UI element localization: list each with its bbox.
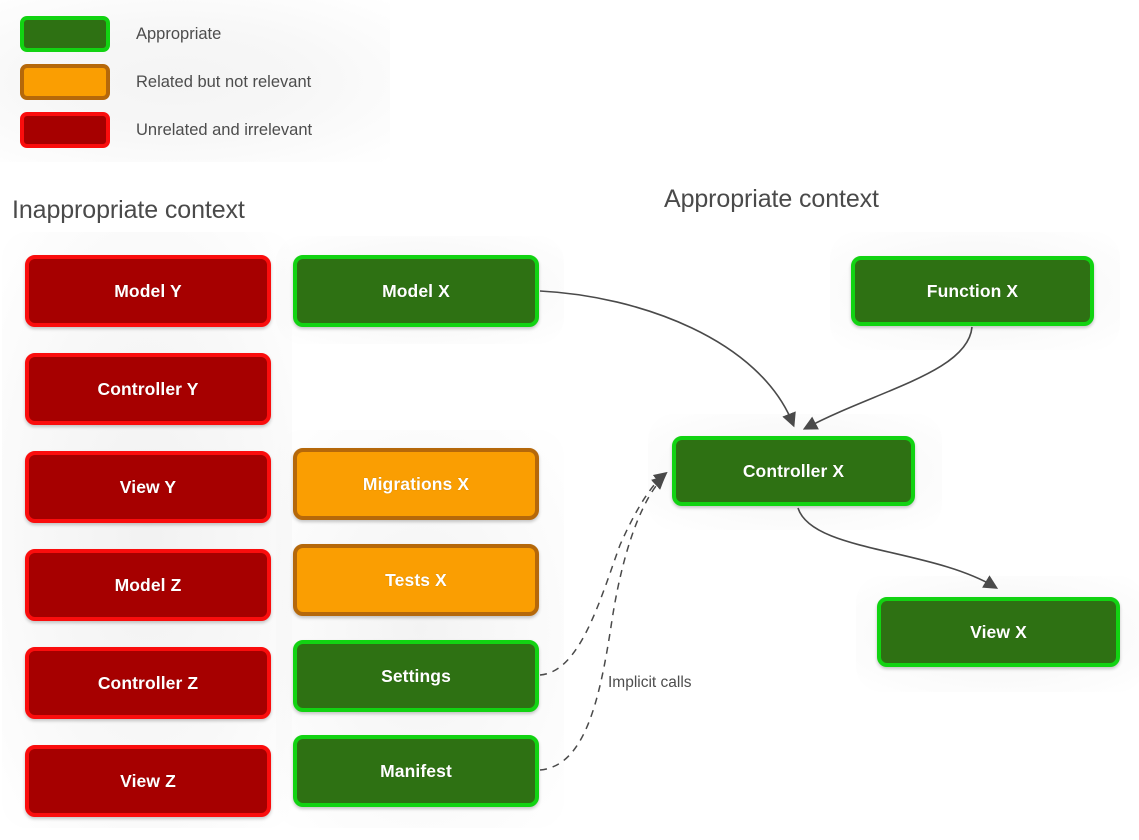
node-migrations-x[interactable]: Migrations X [293, 448, 539, 520]
node-controller-x[interactable]: Controller X [672, 436, 915, 506]
node-model-z[interactable]: Model Z [25, 549, 271, 621]
edge-model-x-to-controller-x [539, 290, 796, 428]
legend-item-appropriate: Appropriate [20, 16, 221, 52]
node-tests-x[interactable]: Tests X [293, 544, 539, 616]
legend-panel: Appropriate Related but not relevant Unr… [0, 0, 390, 162]
legend-label-unrelated: Unrelated and irrelevant [136, 121, 313, 139]
node-settings[interactable]: Settings [293, 640, 539, 712]
edge-manifest-to-controller-x [539, 475, 666, 771]
legend-item-unrelated: Unrelated and irrelevant [20, 112, 312, 148]
node-controller-z[interactable]: Controller Z [25, 647, 271, 719]
legend-swatch-red [20, 112, 110, 148]
legend-swatch-orange [20, 64, 110, 100]
node-manifest[interactable]: Manifest [293, 735, 539, 807]
legend-label-appropriate: Appropriate [136, 25, 222, 43]
legend-label-related: Related but not relevant [136, 73, 312, 91]
node-model-x[interactable]: Model X [293, 255, 539, 327]
node-view-z[interactable]: View Z [25, 745, 271, 817]
node-controller-y[interactable]: Controller Y [25, 353, 271, 425]
section-title-inappropriate: Inappropriate context [12, 196, 245, 224]
node-view-y[interactable]: View Y [25, 451, 271, 523]
node-function-x[interactable]: Function X [851, 256, 1094, 326]
edge-controller-x-to-view-x [797, 507, 999, 589]
edge-settings-to-controller-x [539, 471, 668, 676]
node-model-y[interactable]: Model Y [25, 255, 271, 327]
edge-function-x-to-controller-x [802, 326, 973, 430]
node-view-x[interactable]: View X [877, 597, 1120, 667]
legend-item-related: Related but not relevant [20, 64, 311, 100]
section-title-appropriate: Appropriate context [664, 185, 879, 213]
legend-swatch-green [20, 16, 110, 52]
edge-label-implicit-calls: Implicit calls [608, 674, 692, 691]
